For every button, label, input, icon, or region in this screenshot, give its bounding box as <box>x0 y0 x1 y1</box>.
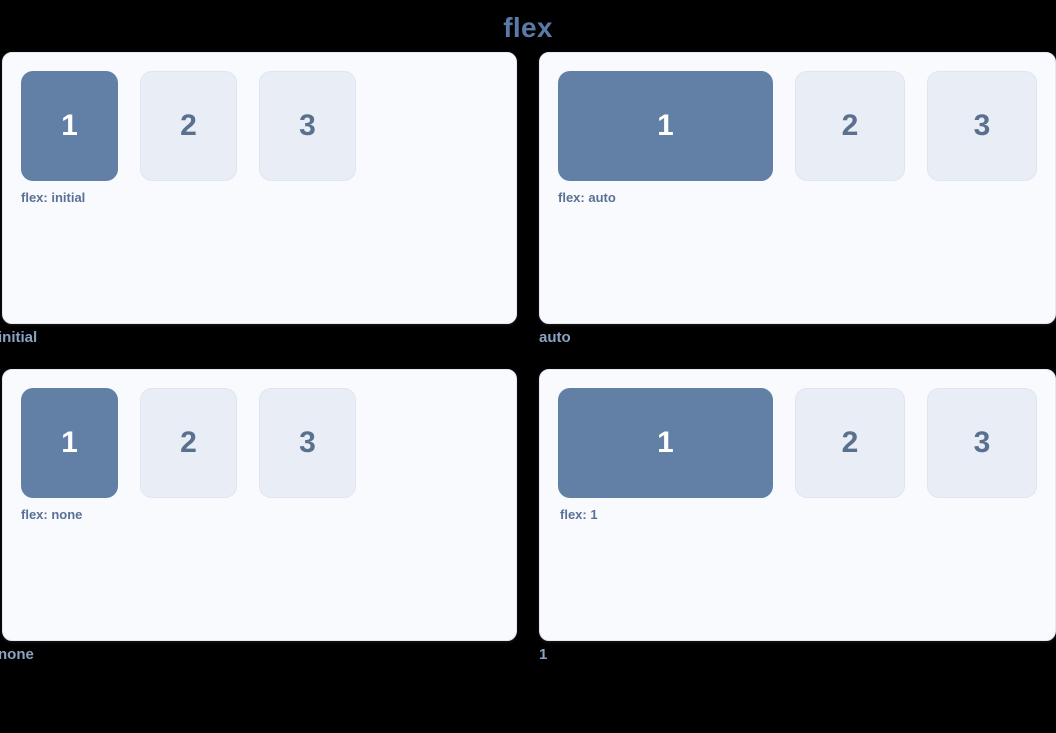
flex-item-1: 1 <box>558 388 773 498</box>
demo-card-none: 1 2 3 flex: none <box>2 369 517 641</box>
flex-container-auto: 1 2 3 <box>558 71 1037 181</box>
flex-item-1: 1 <box>21 71 118 181</box>
flex-container-one: 1 2 3 <box>558 388 1037 498</box>
flex-item-2: 2 <box>140 388 237 498</box>
flex-item-3: 3 <box>259 71 356 181</box>
flex-item-3: 3 <box>259 388 356 498</box>
demo-cell-auto: 1 2 3 flex: auto auto <box>539 52 1056 351</box>
flex-property-label: flex: 1 <box>560 507 598 522</box>
flex-item-1: 1 <box>558 71 773 181</box>
flex-item-2: 2 <box>795 388 905 498</box>
flex-property-label: flex: auto <box>558 190 616 205</box>
demo-card-initial: 1 2 3 flex: initial <box>2 52 517 324</box>
demo-card-one: 1 2 3 flex: 1 <box>539 369 1056 641</box>
flex-container-initial: 1 2 3 <box>21 71 498 181</box>
flex-property-label: flex: none <box>21 507 83 522</box>
flex-property-label: flex: initial <box>21 190 86 205</box>
demo-caption-initial: initial <box>0 329 38 346</box>
page-root: flex 1 2 3 flex: initial initial 1 2 3 <box>0 12 1056 668</box>
flex-item-2: 2 <box>140 71 237 181</box>
flex-item-1: 1 <box>21 388 118 498</box>
flex-container-none: 1 2 3 <box>21 388 498 498</box>
page-title: flex <box>503 12 553 43</box>
demo-caption-auto: auto <box>539 329 571 346</box>
demo-caption-one: 1 <box>539 646 548 663</box>
flex-item-3: 3 <box>927 388 1037 498</box>
demo-cell-initial: 1 2 3 flex: initial initial <box>0 52 517 351</box>
demo-caption-none: none <box>0 646 34 663</box>
demo-cell-one: 1 2 3 flex: 1 1 <box>539 369 1056 668</box>
demo-cell-none: 1 2 3 flex: none none <box>0 369 517 668</box>
flex-item-3: 3 <box>927 71 1037 181</box>
demo-card-auto: 1 2 3 flex: auto <box>539 52 1056 324</box>
demo-grid: 1 2 3 flex: initial initial 1 2 3 flex: … <box>0 52 1056 668</box>
flex-item-2: 2 <box>795 71 905 181</box>
